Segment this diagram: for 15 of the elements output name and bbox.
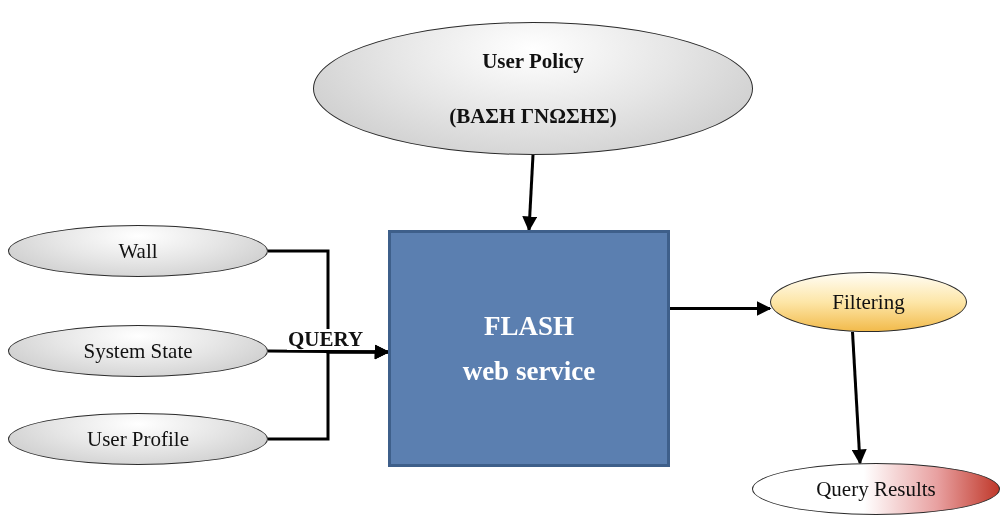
arrow [522, 154, 538, 232]
node-label: FLASH [484, 310, 574, 342]
node-label: (ΒΑΣΗ ΓΝΩΣΗΣ) [449, 103, 617, 129]
node-label: Filtering [832, 289, 905, 315]
node-label: Wall [118, 238, 158, 264]
node-label: System State [83, 338, 193, 364]
node-label: User Policy [482, 48, 584, 74]
arrow [268, 344, 390, 441]
node-label: web service [462, 355, 596, 387]
node-label: Query Results [816, 476, 936, 502]
service-box [388, 230, 670, 467]
edge-label: QUERY [287, 329, 365, 350]
arrow [851, 331, 867, 465]
node-label: User Profile [86, 426, 190, 452]
arrow [670, 301, 772, 316]
